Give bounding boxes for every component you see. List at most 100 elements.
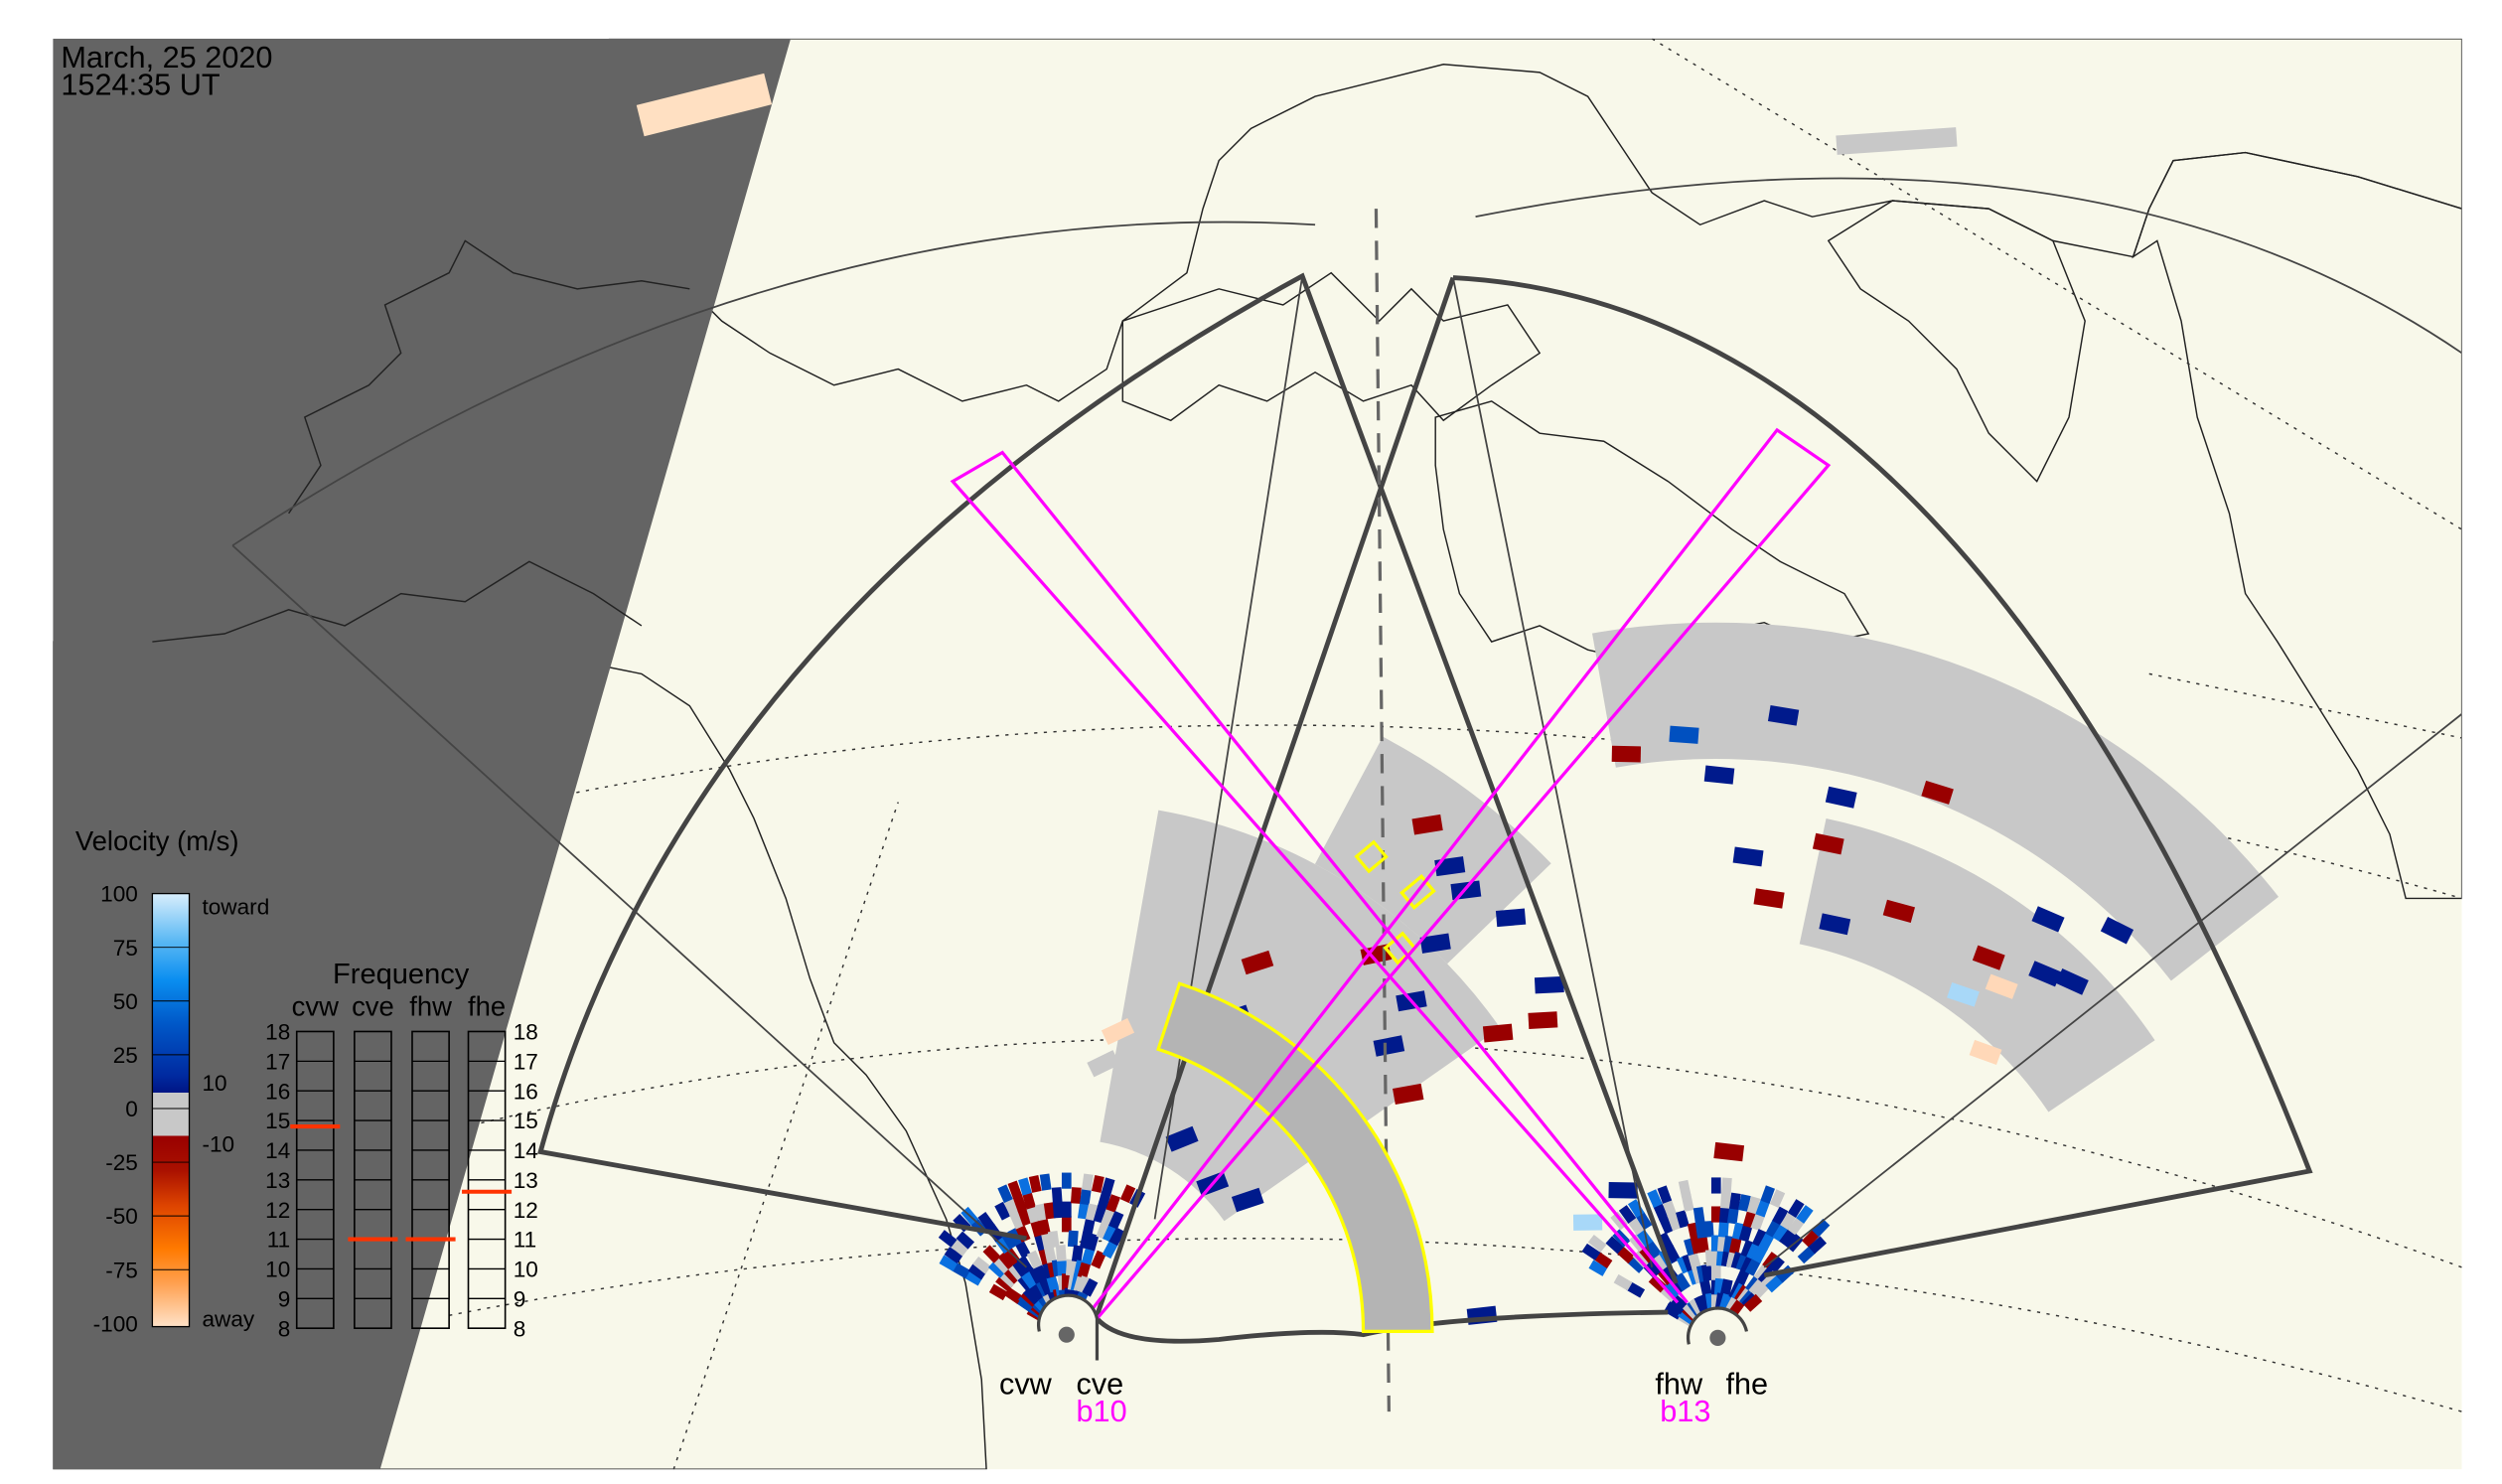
cve-beam-10 bbox=[1086, 427, 1832, 1320]
velocity-cell bbox=[977, 1211, 995, 1231]
velocity-cell bbox=[1710, 1263, 1721, 1280]
frequency-legend-title: Frequency bbox=[333, 959, 470, 990]
velocity-cell bbox=[1767, 1256, 1785, 1274]
velocity-cell bbox=[2055, 968, 2089, 995]
velocity-colorbar bbox=[151, 892, 191, 1328]
velocity-cell bbox=[988, 1283, 1008, 1301]
frequency-axis-label-left: 8 bbox=[278, 1316, 291, 1341]
velocity-cell bbox=[1046, 1274, 1060, 1293]
velocity-cell bbox=[963, 1269, 983, 1286]
velocity-cell bbox=[1087, 1050, 1120, 1078]
velocity-cell bbox=[1753, 1262, 1771, 1282]
fh-radar-site bbox=[1687, 1306, 1749, 1346]
velocity-cell bbox=[1015, 1224, 1031, 1243]
velocity-cell bbox=[1061, 1201, 1072, 1218]
velocity-cell bbox=[1779, 1228, 1797, 1248]
velocity-cell bbox=[1419, 933, 1451, 954]
velocity-cell bbox=[1022, 1191, 1036, 1210]
toward-label: toward bbox=[202, 895, 269, 920]
velocity-cell bbox=[1719, 1278, 1733, 1297]
velocity-cell bbox=[1642, 1260, 1661, 1279]
velocity-cell bbox=[1012, 1194, 1028, 1213]
velocity-cell bbox=[1659, 1215, 1675, 1235]
velocity-cell bbox=[1648, 1274, 1668, 1293]
velocity-cell bbox=[1373, 1035, 1405, 1057]
velocity-cell bbox=[1002, 1265, 1021, 1284]
velocity-cell bbox=[1765, 1274, 1784, 1293]
frequency-column-label-fhe: fhe bbox=[468, 990, 506, 1021]
velocity-tick-label: 100 bbox=[100, 882, 138, 907]
frequency-column-label-cve: cve bbox=[352, 990, 394, 1021]
velocity-cell bbox=[1119, 1184, 1136, 1204]
velocity-cell bbox=[938, 1230, 957, 1248]
velocity-cell bbox=[1587, 1235, 1607, 1253]
frequency-axis-label-left: 11 bbox=[267, 1228, 290, 1253]
velocity-cell bbox=[1703, 765, 1735, 785]
velocity-cell bbox=[1091, 1250, 1106, 1269]
cv-fov-outline bbox=[537, 272, 1679, 1284]
velocity-cell bbox=[1616, 1246, 1635, 1264]
frequency-axis-label-right: 18 bbox=[514, 1020, 538, 1045]
velocity-cell bbox=[1241, 950, 1274, 975]
velocity-cell bbox=[1698, 1278, 1712, 1297]
velocity-cell bbox=[1720, 1177, 1732, 1195]
velocity-cell bbox=[1588, 1260, 1608, 1276]
velocity-cell bbox=[1796, 1205, 1814, 1224]
velocity-cell bbox=[1819, 913, 1851, 936]
velocity-cell bbox=[982, 1245, 1001, 1263]
velocity-tick-label: 75 bbox=[113, 936, 138, 961]
velocity-cell bbox=[1482, 1023, 1514, 1043]
velocity-cell bbox=[1710, 1250, 1721, 1266]
velocity-cell bbox=[994, 1201, 1011, 1221]
velocity-cell bbox=[1613, 1273, 1633, 1291]
frequency-axis-label-right: 8 bbox=[514, 1316, 526, 1341]
velocity-cell bbox=[972, 1257, 991, 1274]
velocity-cell bbox=[1921, 780, 1954, 805]
beam-label-fh: b13 bbox=[1660, 1394, 1710, 1428]
night-shade bbox=[53, 38, 792, 1470]
velocity-cell bbox=[1662, 1199, 1678, 1218]
frequency-axis-label-right: 15 bbox=[514, 1109, 538, 1133]
frequency-axis-label-left: 18 bbox=[265, 1020, 290, 1045]
velocity-cell bbox=[1678, 1179, 1692, 1198]
velocity-legend-title: Velocity (m/s) bbox=[75, 825, 239, 856]
velocity-cell bbox=[1101, 1177, 1115, 1196]
velocity-cell bbox=[1014, 1240, 1031, 1260]
away-label: away bbox=[202, 1307, 254, 1332]
velocity-cell bbox=[1760, 1185, 1776, 1204]
velocity-cell bbox=[1753, 888, 1785, 909]
velocity-cell bbox=[967, 1262, 987, 1280]
velocity-cell bbox=[1028, 1175, 1042, 1193]
velocity-cell bbox=[1717, 1220, 1729, 1238]
velocity-cell bbox=[1710, 1292, 1721, 1309]
velocity-cell bbox=[1017, 1207, 1033, 1227]
labrador-sea bbox=[2132, 151, 2462, 900]
frequency-axis-label-right: 10 bbox=[514, 1258, 538, 1282]
velocity-cell bbox=[1028, 1281, 1047, 1301]
velocity-cell bbox=[1985, 973, 2018, 999]
velocity-cell bbox=[1657, 1232, 1675, 1252]
velocity-tick-label: -25 bbox=[105, 1150, 138, 1175]
velocity-cell bbox=[1495, 908, 1527, 928]
fh-radar-marker bbox=[1709, 1329, 1726, 1346]
frequency-axis-label-left: 13 bbox=[265, 1168, 290, 1193]
velocity-cell bbox=[1738, 1224, 1753, 1243]
velocity-cell bbox=[1802, 1229, 1821, 1248]
arctic-channels bbox=[1121, 271, 1542, 422]
velocity-cell bbox=[1787, 1199, 1805, 1218]
velocity-cell bbox=[1635, 1211, 1653, 1231]
velocity-cells bbox=[938, 705, 2134, 1327]
velocity-cell bbox=[952, 1261, 970, 1279]
velocity-cell bbox=[956, 1231, 975, 1250]
baffin-bay bbox=[1827, 200, 2086, 483]
velocity-cell bbox=[997, 1251, 1016, 1269]
velocity-tick-label: 25 bbox=[113, 1043, 138, 1068]
velocity-cell bbox=[1043, 1246, 1057, 1263]
velocity-cell bbox=[1797, 1246, 1817, 1264]
frequency-axis-label-right: 16 bbox=[514, 1079, 538, 1104]
ground-scatter-band bbox=[1314, 736, 1551, 965]
velocity-cell bbox=[1071, 1245, 1084, 1262]
frequency-axis-label-left: 14 bbox=[265, 1138, 290, 1163]
velocity-cell bbox=[1165, 1125, 1199, 1152]
